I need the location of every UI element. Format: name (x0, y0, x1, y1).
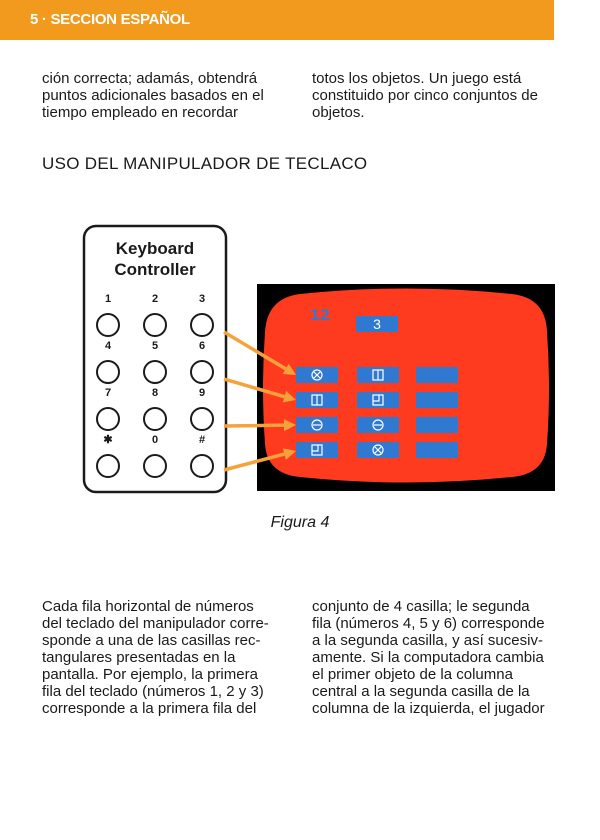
arrow-head (283, 419, 296, 432)
keypad-key (96, 360, 120, 384)
keypad-key (96, 407, 120, 431)
keypad-key (143, 454, 167, 478)
key-label: 0 (152, 434, 158, 446)
object-tile (296, 392, 338, 408)
box-bar-icon (372, 369, 384, 381)
top-right-paragraph: totos los objetos. Un juego está constit… (312, 70, 538, 121)
keypad-key (190, 360, 214, 384)
round-box (356, 316, 398, 332)
object-tile (357, 442, 399, 458)
keypad-key (143, 407, 167, 431)
object-tile-grid (296, 367, 458, 458)
key-label: ✱ (103, 434, 112, 446)
keypad-key (190, 407, 214, 431)
controller-title-line1: Keyboard (116, 239, 194, 258)
key-label: 7 (105, 387, 111, 399)
box-minus-icon (372, 419, 384, 431)
section-heading: USO DEL MANIPULADOR DE TECLACO (42, 154, 368, 173)
score-display: 12 (310, 307, 330, 326)
key-label: 5 (152, 340, 158, 352)
keypad-key (96, 313, 120, 337)
figure-caption: Figura 4 (270, 514, 330, 531)
object-tile (357, 417, 399, 433)
keypad-key (143, 360, 167, 384)
object-tile (416, 392, 458, 408)
key-label: 2 (152, 293, 158, 305)
object-tile (416, 367, 458, 383)
key-label: 1 (105, 293, 111, 305)
box-minus-icon (311, 419, 323, 431)
box-x-icon (311, 369, 323, 381)
keypad-key (190, 454, 214, 478)
arrow-line (223, 423, 285, 428)
arrow-line (223, 452, 285, 472)
tv-screen-frame (257, 284, 555, 491)
arrow-line (223, 330, 287, 371)
key-label: 8 (152, 387, 158, 399)
object-tile (357, 392, 399, 408)
bottom-left-paragraph: Cada fila horizontal de números del tecl… (42, 598, 269, 717)
box-corner-icon (372, 394, 384, 406)
object-tile (296, 442, 338, 458)
top-left-paragraph: ción correcta; adamás, obtendrá puntos a… (42, 70, 264, 121)
key-label: 6 (199, 340, 205, 352)
section-header-bar (0, 0, 554, 40)
box-x-icon (372, 444, 384, 456)
bottom-right-paragraph: conjunto de 4 casilla; le segunda fila (… (312, 598, 545, 717)
key-label: 4 (105, 340, 112, 352)
tv-screen-display (263, 288, 549, 483)
object-tile (357, 367, 399, 383)
keypad: 1 2 3 4 5 6 7 8 9 ✱ 0 # (96, 293, 214, 478)
object-tile (296, 417, 338, 433)
object-tile (416, 442, 458, 458)
arrow-head (282, 363, 296, 375)
section-header-text: 5 · SECCION ESPAÑOL (30, 11, 190, 28)
box-corner-icon (311, 444, 323, 456)
controller-body (82, 224, 228, 494)
round-display: 3 (373, 316, 381, 332)
keypad-key (143, 313, 167, 337)
key-label: # (199, 434, 205, 446)
object-tile (416, 417, 458, 433)
controller-title-line2: Controller (114, 260, 196, 279)
arrow-head (282, 448, 296, 460)
keypad-key (96, 454, 120, 478)
key-label: 3 (199, 293, 205, 305)
keypad-key (190, 313, 214, 337)
arrow-line (223, 377, 285, 399)
box-bar-icon (311, 394, 323, 406)
key-label: 9 (199, 387, 205, 399)
arrow-head (282, 390, 296, 403)
object-tile (296, 367, 338, 383)
arrow-group (223, 330, 296, 472)
